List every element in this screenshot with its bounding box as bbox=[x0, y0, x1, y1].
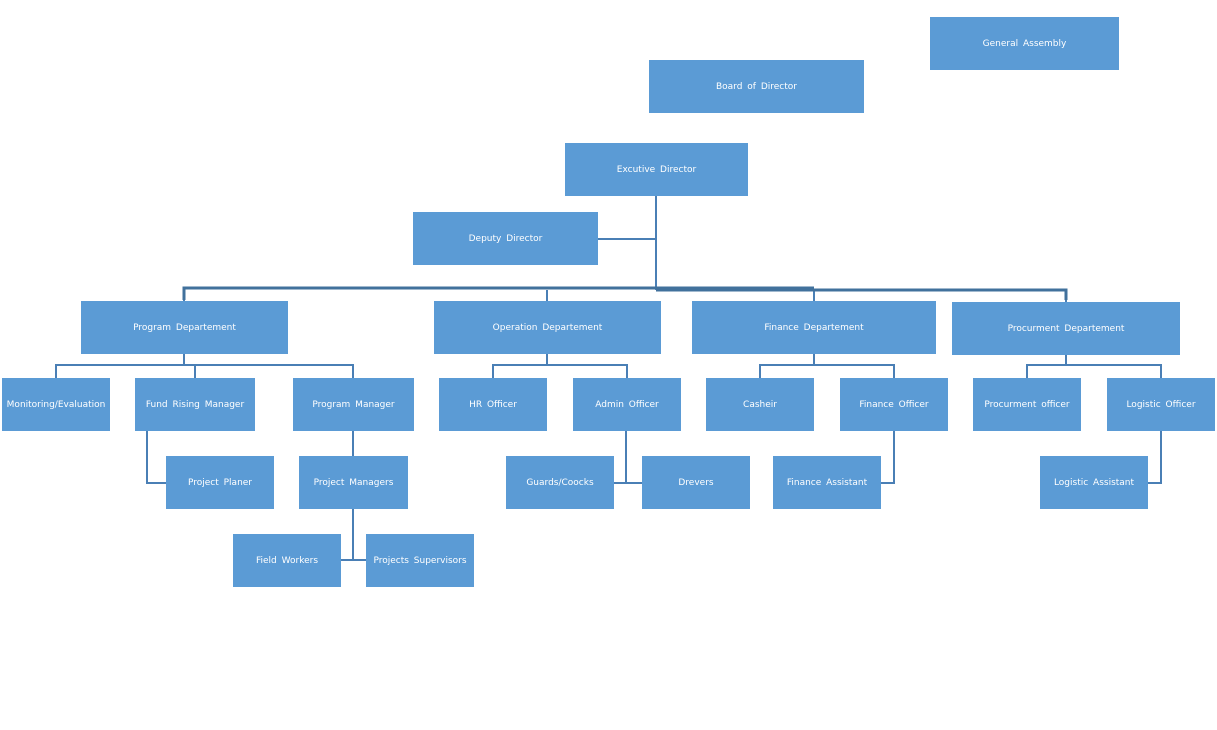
node-fund-rising-manager: Fund Rising Manager bbox=[135, 378, 255, 431]
node-executive-director: Excutive Director bbox=[565, 143, 748, 196]
node-logistic-officer: Logistic Officer bbox=[1107, 378, 1215, 431]
node-admin-officer: Admin Officer bbox=[573, 378, 681, 431]
node-operation-department: Operation Departement bbox=[434, 301, 661, 354]
node-guards-coocks: Guards/Coocks bbox=[506, 456, 614, 509]
connector-finance-assistant bbox=[881, 431, 895, 484]
node-project-managers: Project Managers bbox=[299, 456, 408, 509]
node-logistic-assistant: Logistic Assistant bbox=[1040, 456, 1148, 509]
node-projects-supervisors: Projects Supervisors bbox=[366, 534, 474, 587]
node-deputy-director: Deputy Director bbox=[413, 212, 598, 265]
node-finance-department: Finance Departement bbox=[692, 301, 936, 354]
connector-dept-bus bbox=[182, 286, 1068, 300]
node-drevers: Drevers bbox=[642, 456, 750, 509]
node-finance-officer: Finance Officer bbox=[840, 378, 948, 431]
node-general-assembly: General Assembly bbox=[930, 17, 1119, 70]
node-monitoring-evaluation: Monitoring/Evaluation bbox=[2, 378, 110, 431]
connector-logistic-assistant bbox=[1148, 431, 1162, 484]
node-program-manager: Program Manager bbox=[293, 378, 414, 431]
node-casheir: Casheir bbox=[706, 378, 814, 431]
connector-admin-children bbox=[614, 431, 642, 484]
connector-operation-children bbox=[492, 354, 628, 378]
node-project-planer: Project Planer bbox=[166, 456, 274, 509]
node-field-workers: Field Workers bbox=[233, 534, 341, 587]
connector-projmgrs-children bbox=[341, 509, 366, 561]
connector-finance-children bbox=[759, 354, 895, 378]
connector-program-children bbox=[55, 354, 354, 378]
node-finance-assistant: Finance Assistant bbox=[773, 456, 881, 509]
connector-fund-planer bbox=[146, 431, 166, 484]
node-board-of-director: Board of Director bbox=[649, 60, 864, 113]
node-procurement-officer: Procurment officer bbox=[973, 378, 1081, 431]
node-procurement-department: Procurment Departement bbox=[952, 302, 1180, 355]
node-program-department: Program Departement bbox=[81, 301, 288, 354]
node-hr-officer: HR Officer bbox=[439, 378, 547, 431]
connector-procurement-children bbox=[1026, 355, 1162, 378]
